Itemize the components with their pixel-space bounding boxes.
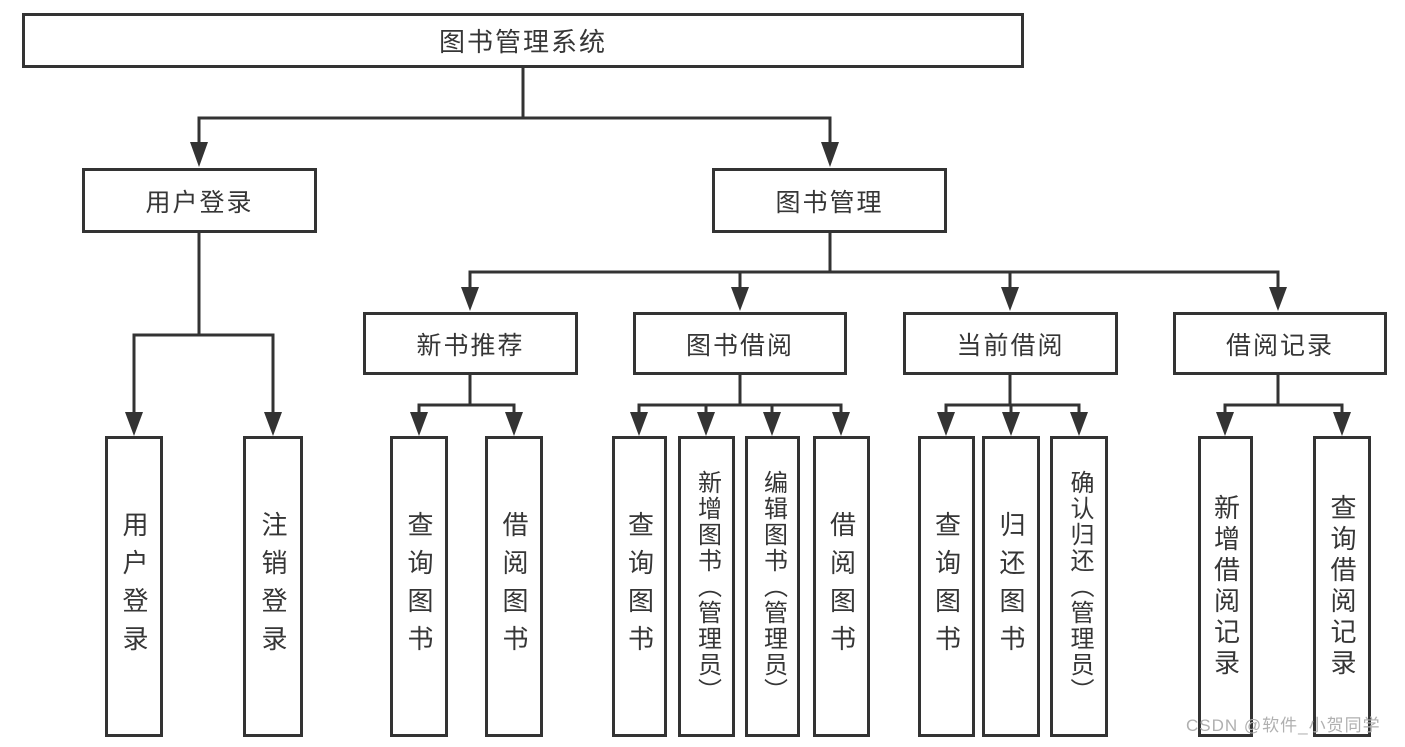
node-book-borrow: 图书借阅 xyxy=(633,312,847,375)
leaf-add-borrow-record: 新增借阅记录 xyxy=(1198,436,1253,737)
node-label: 图书管理系统 xyxy=(438,27,607,57)
leaf-user-login: 用户登录 xyxy=(105,436,163,737)
node-label: 确认归还（管理员） xyxy=(1066,469,1093,704)
node-label: 查询图书 xyxy=(624,510,655,663)
csdn-watermark: CSDN @软件_小贺同学 xyxy=(1186,716,1381,735)
node-label: 图书管理 xyxy=(775,188,884,217)
node-label: 新增图书（管理员） xyxy=(693,469,721,704)
node-label: 查询借阅记录 xyxy=(1327,493,1357,680)
node-label: 归还图书 xyxy=(996,510,1026,663)
leaf-confirm-return-admin: 确认归还（管理员） xyxy=(1050,436,1108,737)
node-current-borrow: 当前借阅 xyxy=(903,312,1118,375)
node-label: 借阅图书 xyxy=(826,510,857,663)
node-label: 查询图书 xyxy=(404,510,434,663)
node-label: 查询图书 xyxy=(931,510,962,663)
leaf-logout: 注销登录 xyxy=(243,436,303,737)
node-label: 借阅记录 xyxy=(1225,331,1334,360)
leaf-query-books-recommend: 查询图书 xyxy=(390,436,448,737)
node-label: 当前借阅 xyxy=(956,331,1065,360)
leaf-query-books-borrow: 查询图书 xyxy=(612,436,667,737)
leaf-edit-books-admin: 编辑图书（管理员） xyxy=(745,436,800,737)
node-label: 新书推荐 xyxy=(416,331,525,360)
leaf-return-books: 归还图书 xyxy=(982,436,1040,737)
node-label: 新增借阅记录 xyxy=(1210,493,1241,680)
node-label: 用户登录 xyxy=(119,510,149,663)
node-label: 用户登录 xyxy=(145,188,254,217)
leaf-borrow-books-recommend: 借阅图书 xyxy=(485,436,543,737)
node-label: 注销登录 xyxy=(258,510,288,663)
leaf-add-books-admin: 新增图书（管理员） xyxy=(678,436,735,737)
leaf-query-borrow-record: 查询借阅记录 xyxy=(1313,436,1371,737)
node-label: 借阅图书 xyxy=(499,510,529,663)
node-library-system-root: 图书管理系统 xyxy=(22,13,1024,68)
node-user-login: 用户登录 xyxy=(82,168,317,233)
node-label: 图书借阅 xyxy=(685,331,794,360)
node-borrow-records: 借阅记录 xyxy=(1173,312,1387,375)
node-new-book-recommend: 新书推荐 xyxy=(363,312,578,375)
node-label: 编辑图书（管理员） xyxy=(759,469,787,704)
leaf-borrow-books: 借阅图书 xyxy=(813,436,870,737)
node-book-management: 图书管理 xyxy=(712,168,947,233)
leaf-query-books-current: 查询图书 xyxy=(918,436,975,737)
